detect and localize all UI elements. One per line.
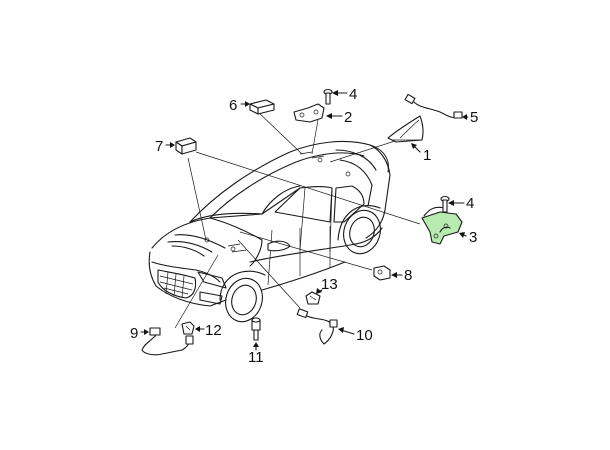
callout-5: 5	[470, 109, 478, 126]
callout-8: 8	[404, 267, 412, 284]
callout-7: 7	[155, 138, 163, 155]
callouts: 6 4 2 5 1 7 4 3 8 13 10 9 1	[130, 86, 478, 366]
callout-1: 1	[423, 147, 431, 164]
vehicle-illustration	[148, 140, 391, 323]
part-5-antenna-cable[interactable]	[404, 93, 463, 119]
leader-lines	[174, 111, 421, 329]
part-4-bolt-top[interactable]	[323, 88, 333, 105]
part-2-bracket[interactable]	[293, 103, 325, 123]
callout-2: 2	[344, 109, 352, 126]
part-9-cable[interactable]	[141, 327, 194, 356]
part-11-stud[interactable]	[251, 317, 261, 341]
part-3-amplifier-bracket[interactable]	[421, 206, 463, 245]
part-4-bolt-right[interactable]	[440, 195, 450, 213]
part-7-module[interactable]	[175, 137, 197, 155]
callout-13: 13	[321, 276, 338, 293]
callout-9: 9	[130, 325, 138, 342]
callout-6: 6	[229, 97, 237, 114]
callout-12: 12	[205, 322, 222, 339]
callout-11: 11	[248, 349, 264, 366]
part-8-connector[interactable]	[373, 265, 391, 281]
callout-3: 3	[469, 229, 477, 246]
callout-4-right: 4	[466, 195, 474, 212]
part-12-grommet[interactable]	[181, 321, 195, 335]
part-6-module[interactable]	[249, 99, 275, 115]
part-10-cable[interactable]	[296, 308, 338, 345]
callout-10: 10	[356, 327, 373, 344]
part-13-clip[interactable]	[305, 291, 321, 305]
part-1-antenna[interactable]	[387, 115, 424, 143]
callout-4-top: 4	[349, 86, 357, 103]
